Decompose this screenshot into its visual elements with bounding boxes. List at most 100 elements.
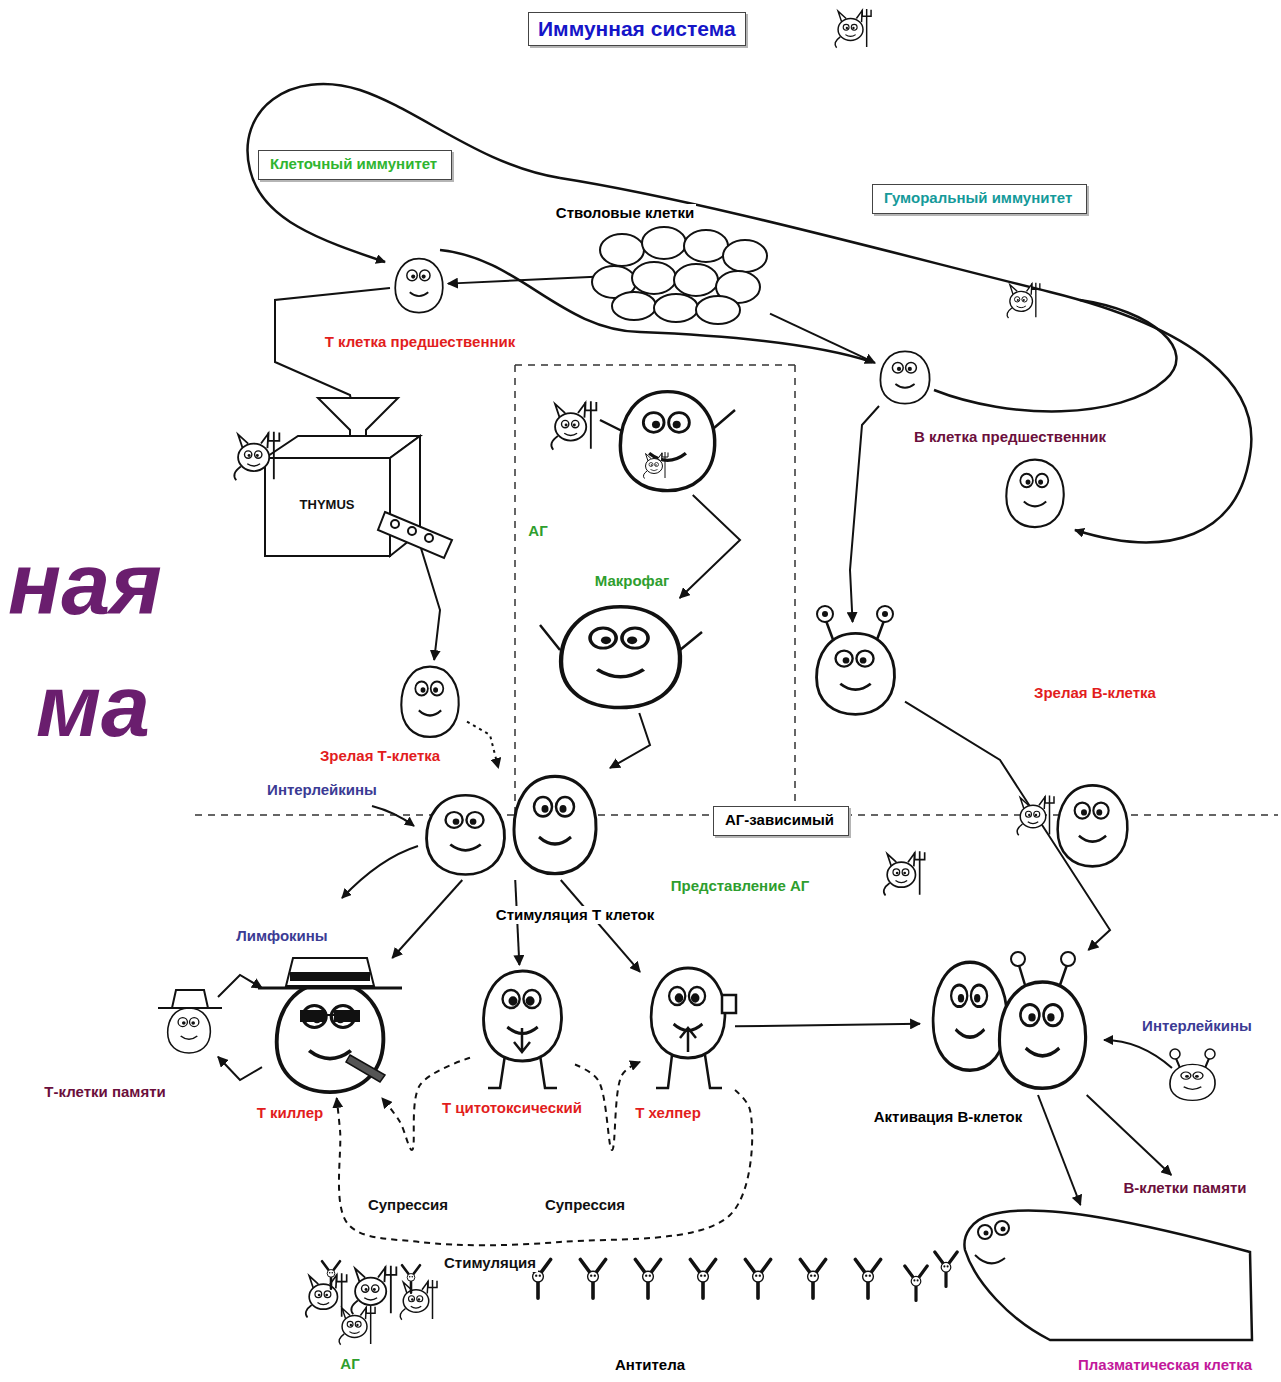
t-helper-figure [651, 968, 725, 1058]
cell-figure [1017, 796, 1054, 836]
plasma-cell-figure [978, 1225, 992, 1239]
thymus-machine [425, 534, 433, 542]
stem-cell-cluster [642, 227, 686, 259]
b-cell-activation-figure [1011, 952, 1025, 966]
antigen-cluster-figure [402, 1265, 420, 1293]
antibody-figure [905, 1266, 927, 1300]
connector-arrow [1038, 1095, 1080, 1205]
cell-figure [877, 606, 893, 622]
antigen-macrophage: АГ [545, 385, 725, 495]
maturation-pathway [560, 178, 1251, 542]
stem-cell-cluster [723, 240, 767, 272]
t-precursor-cell: Т клетка предшественник [390, 255, 448, 315]
t-cytotoxic-figure [484, 971, 562, 1088]
process-label: Представление АГ [669, 877, 811, 895]
maturation-pathway [934, 300, 1176, 411]
box-label: Клеточный иммунитет [268, 155, 439, 173]
connector-arrow [561, 880, 640, 972]
b-cell-activation-figure [933, 962, 1007, 1070]
connector-arrow [1087, 1095, 1172, 1175]
t-memory-cell-figure [158, 990, 222, 1053]
t-helper-figure [656, 1055, 722, 1088]
t-killer-figure [286, 958, 374, 986]
t-killer-figure [258, 987, 402, 990]
t-killer-cell: Т киллер [262, 958, 397, 1098]
t-memory-cell-figure [168, 1008, 211, 1053]
b-cell-activation-figure [1061, 952, 1075, 966]
b-precursor-cell: В клетка предшественник [875, 348, 935, 406]
connector-arrow [337, 1090, 753, 1245]
stem-cell-cluster [674, 264, 718, 296]
t-cytotoxic-figure [484, 971, 562, 1061]
antigen-cluster-figure [339, 1306, 375, 1345]
antigen-cluster-figure [400, 1280, 437, 1320]
connector-arrow [218, 1057, 262, 1080]
cell-figure [234, 9, 1127, 896]
signal-label: Лимфокины [234, 927, 329, 945]
stem-cell-cluster [696, 296, 740, 324]
stem-cell-cluster [632, 262, 676, 294]
cell-figure [514, 776, 596, 873]
cell-figure [643, 452, 668, 479]
cell-figure [427, 795, 505, 874]
thymus-machine [391, 520, 399, 528]
thymus-machine [378, 512, 452, 558]
thymus-machine [265, 458, 390, 556]
cell-figure [561, 607, 680, 708]
t-killer-figure [258, 958, 402, 1092]
plasma-cell-figure [975, 1255, 1005, 1263]
t-killer-figure [290, 972, 370, 981]
cell-figure [880, 351, 929, 403]
dashed-divider [195, 365, 1278, 815]
connector-arrow [392, 880, 462, 958]
connector-arrow [467, 722, 498, 768]
b-cell-activation-figure [1170, 1064, 1215, 1100]
antibody-figure [690, 1260, 715, 1299]
stem-cell-cluster [684, 230, 728, 262]
machine-label: THYMUS [298, 496, 357, 514]
t-helper-figure [651, 968, 736, 1088]
connector-arrow [610, 713, 650, 768]
t-killer-figure [326, 1014, 334, 1016]
section-box: Клеточный иммунитет [258, 150, 452, 180]
dependency-box: АГ-зависимый [713, 806, 849, 836]
diagram-title: Иммунная система [528, 12, 746, 46]
cell-label: Стволовые клетки [554, 204, 696, 222]
dashed-divider [515, 364, 795, 366]
connector-arrow [575, 1062, 640, 1150]
macrophage: Макрофаг [545, 598, 695, 713]
thymus-machine [408, 527, 416, 535]
cell-figure [822, 611, 828, 617]
cell-label: В клетка предшественник [912, 428, 1108, 446]
side-arrow [342, 846, 418, 898]
b-cell-activation-figure [999, 982, 1085, 1088]
b-cell-activation-figure [1170, 1049, 1180, 1059]
edge-label: Стимуляция [442, 1254, 538, 1272]
dashed-divider [794, 365, 796, 806]
cell-label: В-клетки памяти [1121, 1179, 1248, 1197]
cell-label: Т цитотоксический [440, 1099, 584, 1117]
cell-label: Т клетка предшественник [323, 333, 518, 351]
plasma-cell-figure [1001, 1227, 1006, 1232]
antigen-cluster-figure [322, 1261, 340, 1289]
cell-figure [551, 401, 596, 450]
plasma-cell-figure [964, 1210, 1252, 1340]
cell-figure [817, 633, 895, 714]
cell-label: Зрелая Т-клетка [318, 747, 442, 765]
plasma-cell-figure [964, 1210, 1252, 1340]
cell-figure [882, 611, 888, 617]
antibody-figure [855, 1260, 880, 1299]
stem-cell-cluster [612, 292, 656, 320]
cell-label: Т киллер [255, 1104, 325, 1122]
antibody-figure [580, 1260, 605, 1299]
cropped-heading: ма [34, 662, 152, 750]
t-helper-figure [722, 995, 736, 1013]
cell-figure [620, 392, 714, 491]
cell-label: АГ [526, 522, 549, 540]
maturation-pathway [248, 84, 560, 262]
cell-figure [817, 606, 833, 622]
cell-figure [395, 259, 443, 313]
t-killer-figure [277, 982, 384, 1092]
cell-figure [401, 667, 458, 737]
